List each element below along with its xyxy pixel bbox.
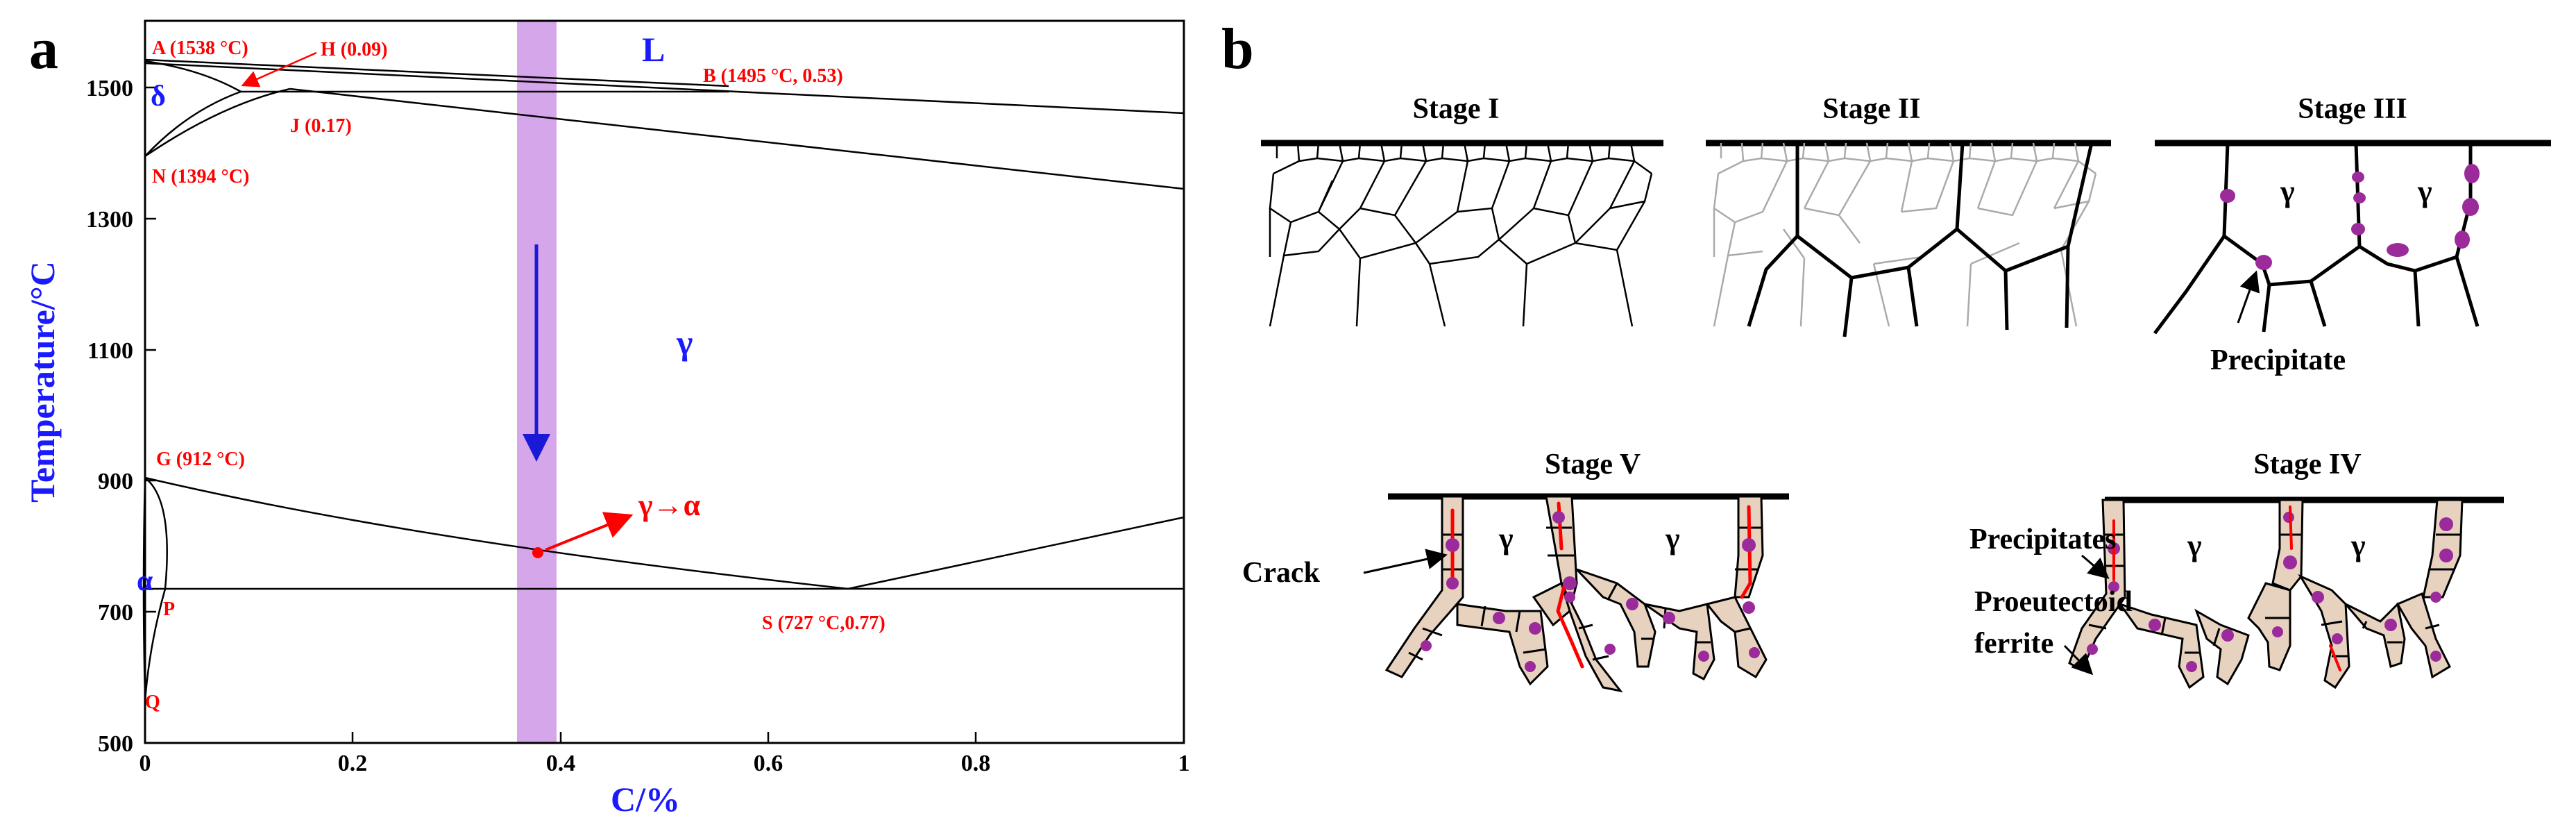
precipitate-leader (2237, 270, 2260, 324)
point-b-label: B (1495 °C, 0.53) (703, 65, 843, 87)
panel-b: b Stage I Stage II (1221, 17, 2551, 693)
solidus-line-jc (289, 87, 1185, 190)
proeutectoid-annotation-line1: Proeutectoid (1974, 586, 2133, 618)
stage-5-gamma-1: γ (1498, 521, 1514, 555)
grain-network (1269, 142, 1653, 327)
y-tick-label: 900 (98, 469, 133, 494)
precipitates (2220, 164, 2480, 270)
point-labels: A (1538 °C) H (0.09) B (1495 °C, 0.53) J… (145, 37, 886, 713)
axis-ticks (144, 86, 1185, 744)
precipitates-leader (2081, 554, 2110, 579)
point-p-label: P (163, 599, 175, 620)
crack-annotation: Crack (1242, 557, 1321, 589)
panel-a-label: a (29, 17, 58, 81)
a3-line-gs (144, 476, 849, 590)
grain-boundaries (2153, 142, 2480, 335)
acm-line-se (847, 516, 1185, 590)
stage-1-diagram: Stage I (1261, 93, 1663, 327)
liquidus-line-ab (144, 62, 1185, 115)
transformation-label: γ→α (638, 488, 701, 522)
precipitate-annotation: Precipitate (2210, 344, 2346, 376)
ferrite-network (1384, 495, 1768, 693)
stage-4-gamma-1: γ (2187, 528, 2202, 562)
phase-label-alpha: α (137, 565, 153, 597)
stage-2-title: Stage II (1822, 93, 1920, 125)
point-n-label: N (1394 °C) (152, 166, 249, 187)
stage-5-title: Stage V (1545, 449, 1641, 480)
point-j-label: J (0.17) (290, 115, 352, 137)
y-axis-title: Temperature/°C (23, 261, 62, 503)
panel-a: a (23, 17, 1190, 819)
x-tick-labels: 0 0.2 0.4 0.6 0.8 1 (139, 751, 1190, 776)
panel-b-label: b (1221, 17, 1254, 81)
point-a-label: A (1538 °C) (152, 37, 248, 59)
crack-leader (1363, 549, 1448, 574)
x-tick-label: 0.4 (546, 751, 576, 776)
stage-3-diagram: Stage III γ γ Precipita (2153, 93, 2551, 376)
delta-boundary-nh (144, 90, 242, 157)
stage-3-title: Stage III (2298, 93, 2407, 125)
stage-5-diagram: Stage V (1242, 449, 1789, 693)
stage-4-title: Stage IV (2253, 449, 2361, 480)
phase-label-gamma: γ (676, 323, 693, 362)
alpha-boundary-gq (142, 477, 146, 695)
proeutectoid-annotation-line2: ferrite (1974, 628, 2053, 660)
alpha-solvus-pq (144, 588, 167, 702)
phase-label-delta: δ (151, 81, 166, 112)
stage-4-gamma-2: γ (2350, 528, 2366, 562)
precipitates-annotation: Precipitates (1969, 524, 2116, 555)
x-tick-label: 0 (139, 751, 151, 776)
ferrite-leader (2063, 644, 2094, 676)
x-tick-label: 0.8 (961, 751, 991, 776)
precipitates (2087, 512, 2453, 672)
point-s-label: S (727 °C,0.77) (762, 612, 886, 634)
y-tick-label: 700 (98, 600, 133, 626)
phase-boundaries (142, 58, 1185, 702)
point-h-label: H (0.09) (321, 39, 387, 60)
transformation-arrow (545, 512, 634, 551)
stage-4-diagram: Stage IV (1969, 449, 2504, 689)
new-grain-network (1747, 142, 2094, 337)
point-g-label: G (912 °C) (156, 449, 245, 470)
stage-2-diagram: Stage II (1706, 93, 2111, 337)
delta-boundary-nj (144, 87, 291, 158)
plot-frame (144, 19, 1185, 744)
y-tick-label: 1100 (87, 338, 133, 364)
y-tick-labels: 500 700 900 1100 1300 1500 (86, 76, 133, 757)
phase-label-liquid: L (642, 30, 665, 69)
x-axis-title: C/% (611, 780, 680, 819)
stage-3-gamma-2: γ (2417, 174, 2432, 208)
transformation-point (532, 547, 543, 558)
x-tick-label: 0.2 (338, 751, 368, 776)
y-tick-label: 1500 (86, 76, 133, 101)
y-tick-label: 1300 (86, 207, 133, 233)
alpha-boundary-gp (144, 477, 168, 590)
stage-3-gamma-1: γ (2280, 174, 2295, 208)
x-tick-label: 1 (1178, 751, 1190, 776)
precipitates (1421, 511, 1760, 672)
point-q-label: Q (145, 692, 160, 713)
old-grain-network (1713, 142, 2097, 327)
stage-5-gamma-2: γ (1665, 521, 1680, 555)
y-tick-label: 500 (98, 731, 133, 757)
x-tick-label: 0.6 (754, 751, 783, 776)
liquidus-line-ab-upper (144, 58, 729, 87)
stage-1-title: Stage I (1413, 93, 1500, 125)
cracks (2112, 505, 2341, 671)
delta-solidus-ah (144, 60, 242, 93)
point-h-leader (241, 51, 317, 87)
